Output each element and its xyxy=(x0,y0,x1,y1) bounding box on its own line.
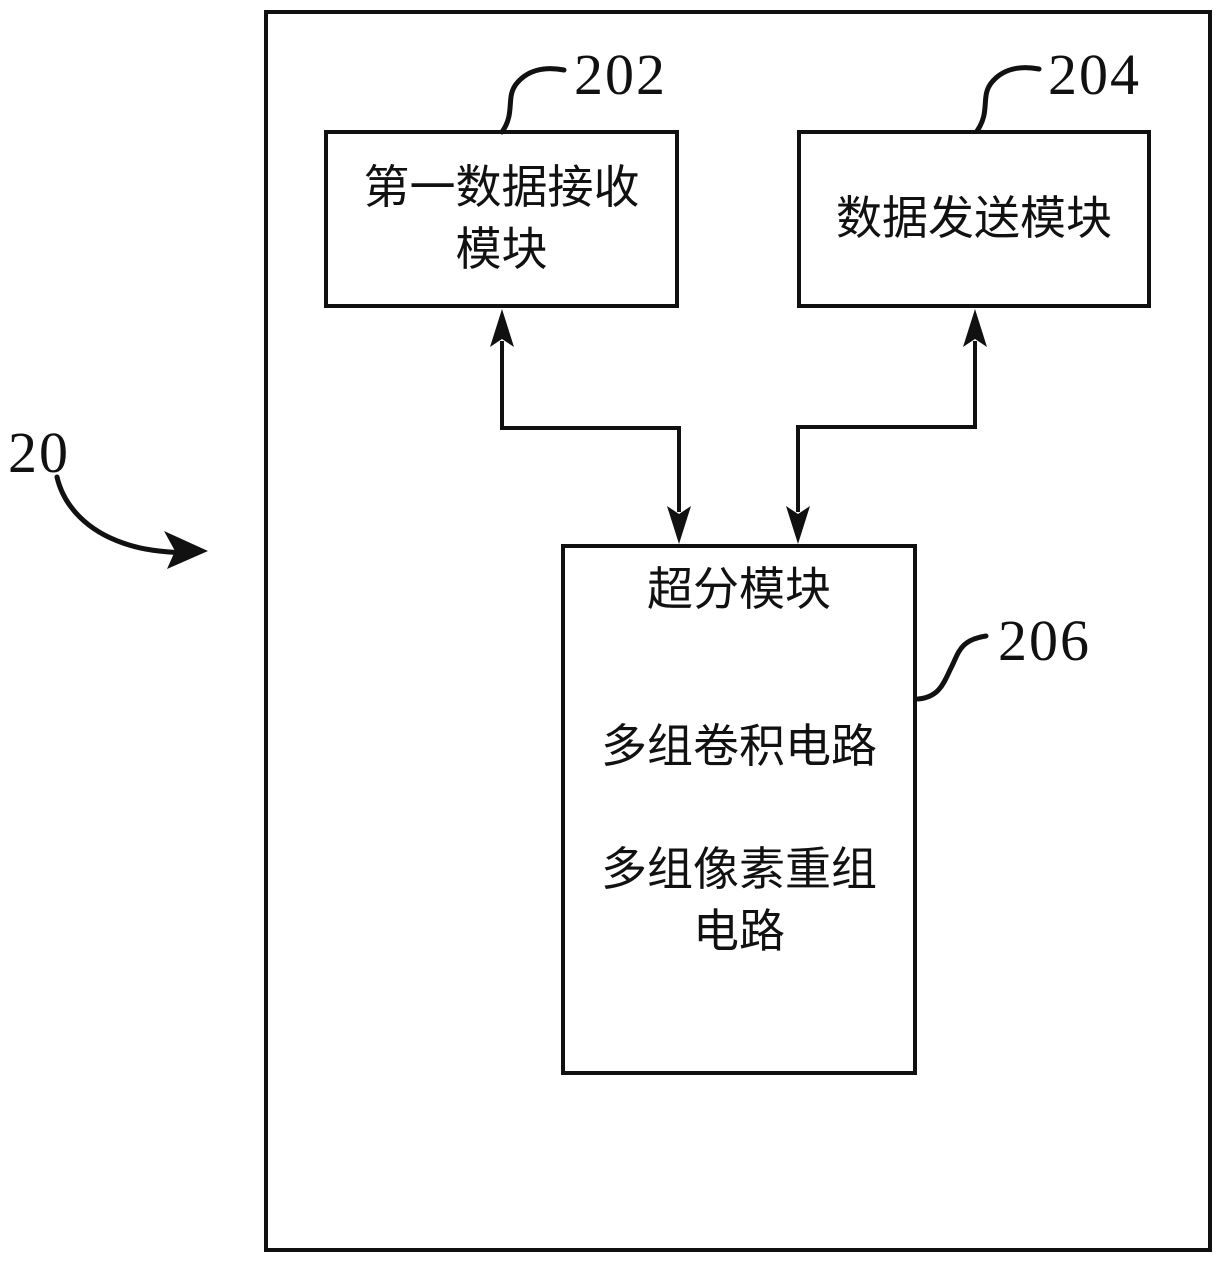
arrow-up-icon xyxy=(490,309,514,347)
leader-202 xyxy=(499,66,567,135)
arrow-right-icon xyxy=(164,531,208,569)
connector-202-206 xyxy=(500,341,681,512)
connector-group xyxy=(500,341,977,512)
block-title-line: 数据发送模块 xyxy=(836,193,1112,244)
figure-pointer-curve xyxy=(54,474,189,556)
connector-204-206 xyxy=(796,341,977,512)
block-super-resolution: 超分模块 多组卷积电路 多组像素重组 电路 xyxy=(561,544,917,1075)
ref-label-202: 202 xyxy=(574,42,667,107)
leader-206 xyxy=(915,633,989,702)
arrow-up-icon xyxy=(963,309,987,347)
block-data-send: 数据发送模块 xyxy=(797,130,1151,308)
block-title-line: 模块 xyxy=(455,224,548,275)
component-conv-circuits: 多组卷积电路 xyxy=(601,721,877,772)
component-line: 电路 xyxy=(693,906,785,957)
component-pixel-reorg-circuits: 多组像素重组 电路 xyxy=(565,839,913,963)
leader-group xyxy=(54,65,1042,702)
figure-ref-label: 20 xyxy=(8,420,70,485)
component-line: 多组像素重组 xyxy=(601,844,877,895)
block-title-line: 第一数据接收 xyxy=(363,162,640,213)
block-first-data-receive: 第一数据接收 模块 xyxy=(324,130,679,308)
system-boundary xyxy=(264,10,1212,1252)
arrowhead-group xyxy=(164,309,987,569)
block-title-line: 超分模块 xyxy=(647,564,831,615)
arrow-down-icon xyxy=(667,506,691,544)
leader-204 xyxy=(974,65,1042,134)
ref-label-206: 206 xyxy=(998,608,1091,673)
arrow-down-icon xyxy=(786,506,810,544)
ref-label-204: 204 xyxy=(1048,42,1141,107)
